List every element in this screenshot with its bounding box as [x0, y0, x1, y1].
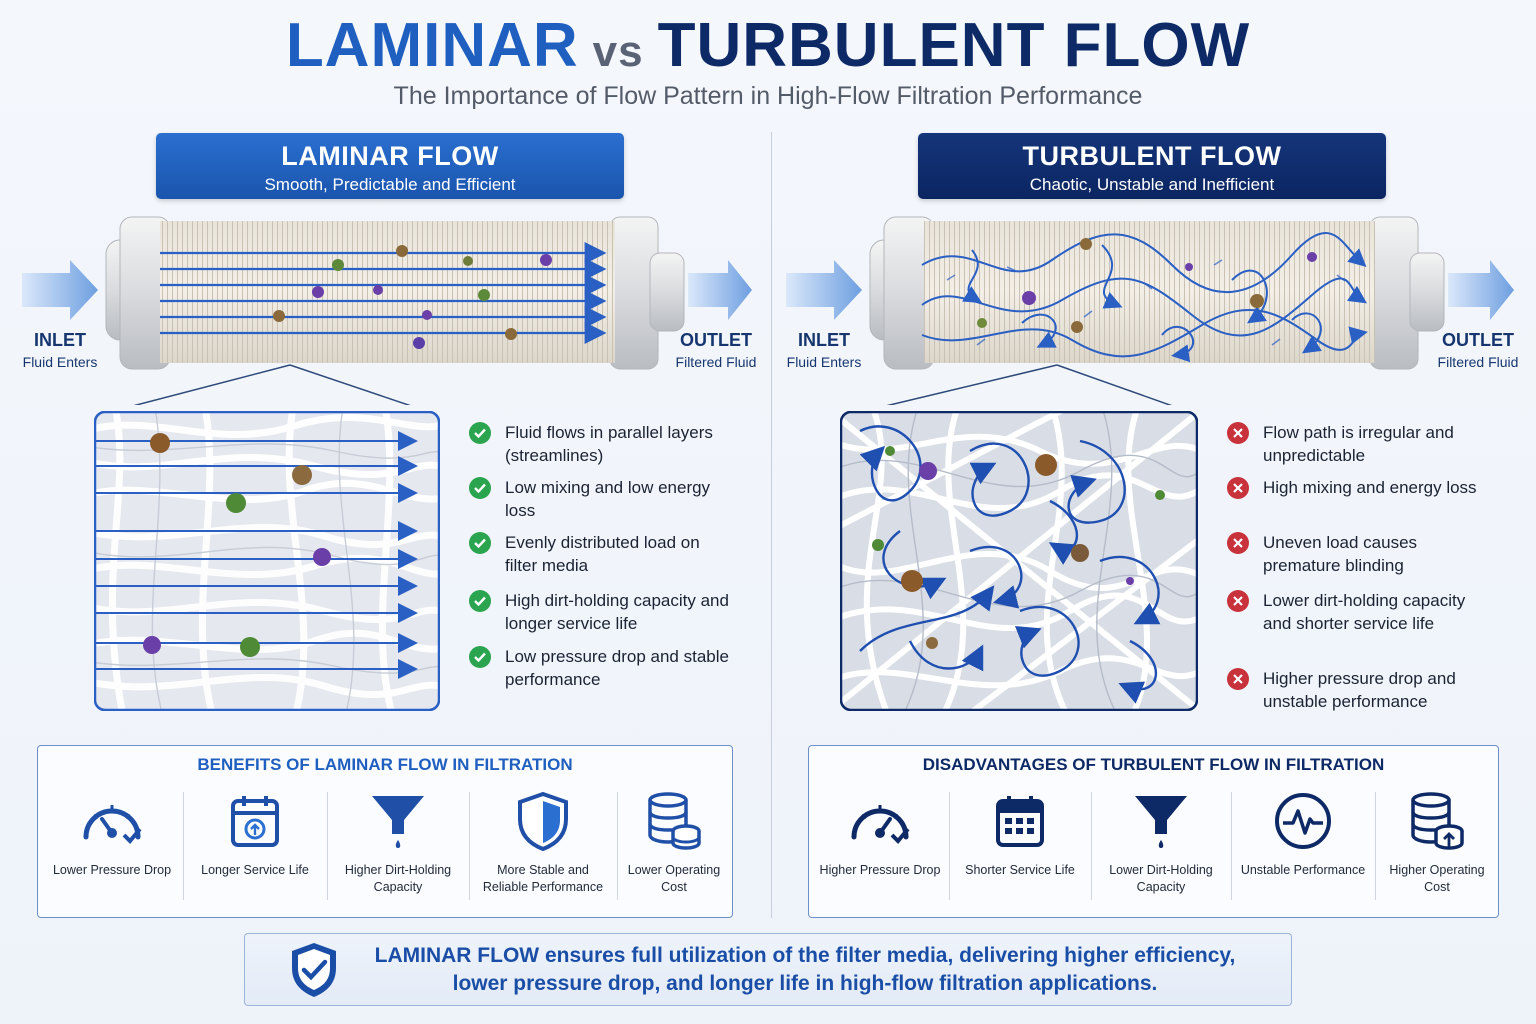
laminar-outlet-sub: Filtered Fluid	[675, 354, 757, 370]
title-vs: vs	[592, 27, 644, 76]
turbulent-disadvantages-title: DISADVANTAGES OF TURBULENT FLOW IN FILTR…	[922, 755, 1385, 774]
laminar-filter-cartridge	[22, 216, 752, 405]
check-icon	[469, 532, 491, 554]
turbulent-feature-item: High mixing and energy loss	[1227, 476, 1493, 499]
laminar-inlet-label: INLET Fluid Enters	[18, 330, 102, 370]
divider	[327, 792, 328, 900]
disadvantage-item: Lower Dirt-Holding Capacity	[1092, 788, 1230, 908]
center-divider	[771, 132, 772, 918]
laminar-header-title: LAMINAR FLOW	[281, 141, 499, 171]
laminar-outlet-label: OUTLET Filtered Fluid	[670, 330, 762, 370]
turbulent-filter-cartridge	[786, 216, 1514, 405]
turbulent-header: TURBULENT FLOW Chaotic, Unstable and Ine…	[918, 133, 1386, 199]
laminar-feature-item: Evenly distributed load on filter media	[469, 531, 735, 577]
benefit-item: Longer Service Life	[184, 788, 326, 908]
page-title: LAMINAR vs TURBULENT FLOW	[0, 10, 1536, 88]
benefit-item: More Stable and Reliable Performance	[470, 788, 616, 908]
laminar-inlet-title: INLET	[34, 330, 86, 350]
laminar-features-list: Fluid flows in parallel layers (streamli…	[469, 421, 759, 711]
check-icon	[469, 646, 491, 668]
check-icon	[469, 422, 491, 444]
turbulent-outlet-arrow	[1448, 260, 1514, 320]
calendar-icon	[950, 788, 1090, 854]
laminar-feature-item: Low mixing and low energy loss	[469, 476, 735, 522]
disadvantage-item: Higher Pressure Drop	[813, 788, 947, 908]
laminar-outlet-arrow	[688, 260, 752, 320]
cross-icon	[1227, 422, 1249, 444]
turbulent-inlet-label: INLET Fluid Enters	[782, 330, 866, 370]
laminar-feature-item: Low pressure drop and stable performance	[469, 645, 735, 691]
check-icon	[469, 590, 491, 612]
turbulent-inlet-sub: Fluid Enters	[786, 354, 862, 370]
divider	[1375, 792, 1376, 900]
turbulent-disadvantages-box: DISADVANTAGES OF TURBULENT FLOW IN FILTR…	[808, 745, 1499, 918]
pulse-icon	[1232, 788, 1374, 854]
gauge-icon	[813, 788, 947, 854]
divider	[617, 792, 618, 900]
coins-icon	[1376, 788, 1498, 854]
turbulent-feature-item: Uneven load causes premature blinding	[1227, 531, 1493, 577]
turbulent-outlet-sub: Filtered Fluid	[1437, 354, 1519, 370]
turbulent-features-list: Flow path is irregular and unpredictable…	[1227, 421, 1517, 721]
cross-icon	[1227, 532, 1249, 554]
laminar-inlet-arrow	[22, 260, 98, 320]
cross-icon	[1227, 668, 1249, 690]
shield-check-icon	[292, 943, 336, 997]
page-subtitle: The Importance of Flow Pattern in High-F…	[393, 82, 1143, 110]
disadvantage-item: Shorter Service Life	[950, 788, 1090, 908]
benefit-item: Higher Dirt-Holding Capacity	[328, 788, 468, 908]
divider	[469, 792, 470, 900]
turbulent-header-subtitle: Chaotic, Unstable and Inefficient	[1029, 175, 1275, 194]
divider	[183, 792, 184, 900]
laminar-particles	[273, 245, 552, 349]
laminar-inlet-sub: Fluid Enters	[22, 354, 98, 370]
turbulent-inlet-title: INLET	[798, 330, 850, 350]
turbulent-inlet-arrow	[786, 260, 862, 320]
laminar-outlet-title: OUTLET	[680, 330, 752, 350]
calendar-icon	[184, 788, 326, 854]
disadvantage-item: Higher Operating Cost	[1376, 788, 1498, 908]
turbulent-feature-item: Lower dirt-holding capacity and shorter …	[1227, 589, 1493, 635]
coins-icon	[618, 788, 730, 854]
cross-icon	[1227, 477, 1249, 499]
turbulent-media-closeup	[840, 411, 1198, 711]
disadvantage-item: Unstable Performance	[1232, 788, 1374, 908]
benefit-item: Lower Pressure Drop	[42, 788, 182, 908]
check-icon	[469, 477, 491, 499]
cross-icon	[1227, 590, 1249, 612]
footer-text: LAMINAR FLOW ensures full utilization of…	[374, 944, 1236, 995]
divider	[1091, 792, 1092, 900]
funnel-icon	[1092, 788, 1230, 854]
divider	[1231, 792, 1232, 900]
laminar-media-closeup	[94, 411, 440, 711]
footer-banner: LAMINAR FLOW ensures full utilization of…	[244, 933, 1292, 1006]
turbulent-feature-item: Flow path is irregular and unpredictable	[1227, 421, 1493, 467]
laminar-benefits-title: BENEFITS OF LAMINAR FLOW IN FILTRATION	[197, 755, 573, 774]
turbulent-feature-item: Higher pressure drop and unstable perfor…	[1227, 667, 1493, 713]
laminar-benefits-box: BENEFITS OF LAMINAR FLOW IN FILTRATION L…	[37, 745, 733, 918]
funnel-icon	[328, 788, 468, 854]
title-turbulent: TURBULENT FLOW	[657, 11, 1251, 80]
benefit-item: Lower Operating Cost	[618, 788, 730, 908]
laminar-feature-item: High dirt-holding capacity and longer se…	[469, 589, 735, 635]
shield-icon	[470, 788, 616, 854]
divider	[949, 792, 950, 900]
laminar-header-subtitle: Smooth, Predictable and Efficient	[264, 175, 516, 194]
turbulent-outlet-label: OUTLET Filtered Fluid	[1432, 330, 1524, 370]
laminar-feature-item: Fluid flows in parallel layers (streamli…	[469, 421, 735, 467]
turbulent-outlet-title: OUTLET	[1442, 330, 1514, 350]
laminar-header: LAMINAR FLOW Smooth, Predictable and Eff…	[156, 133, 624, 199]
gauge-icon	[42, 788, 182, 854]
title-laminar: LAMINAR	[285, 11, 579, 80]
turbulent-header-title: TURBULENT FLOW	[1022, 141, 1282, 171]
